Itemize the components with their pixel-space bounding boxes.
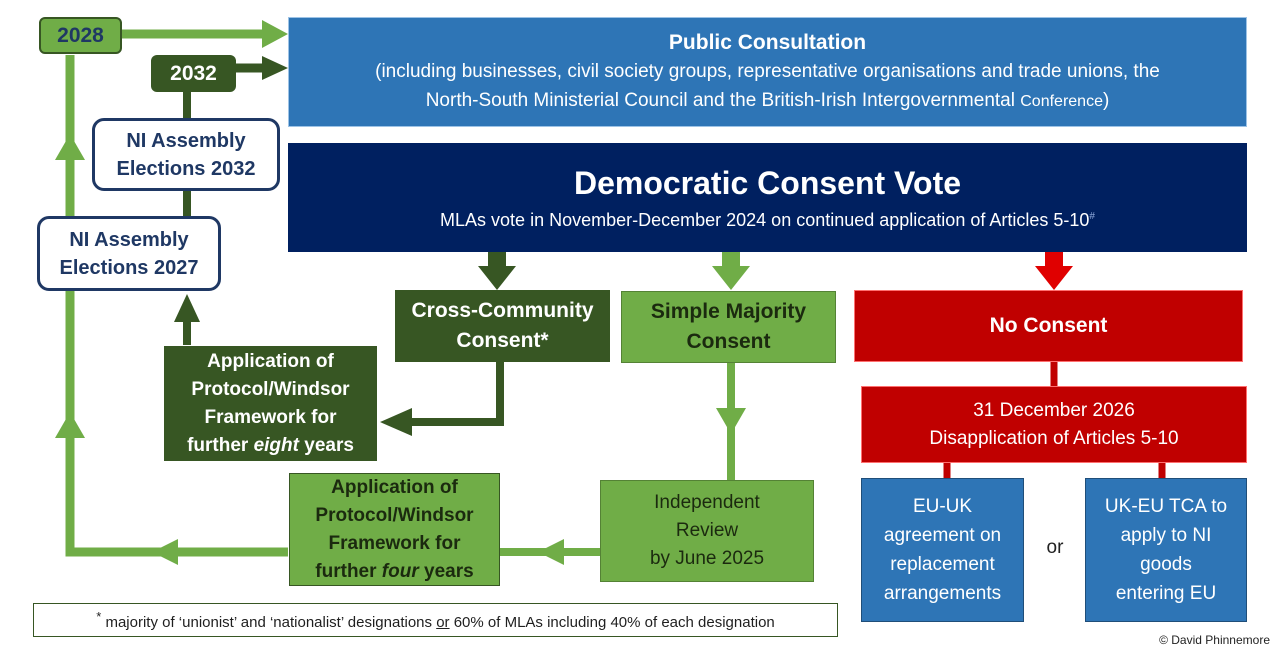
cross-community-line2: Consent* xyxy=(456,329,549,352)
arrow-up-lower-left xyxy=(55,412,85,438)
eight-years-line3: Framework for xyxy=(204,406,337,428)
simple-majority-line2: Consent xyxy=(686,330,771,353)
eu-uk-line2: agreement on xyxy=(883,525,1002,546)
review-line2: Review xyxy=(675,520,739,541)
badge-2032: 2032 xyxy=(151,55,236,92)
footnote-star: * xyxy=(96,609,102,624)
disapplication-box: 31 December 2026 Disapplication of Artic… xyxy=(861,386,1247,463)
consultation-line2b: Conference xyxy=(1020,93,1103,110)
cross-community-consent-box: Cross-Community Consent* xyxy=(395,290,610,362)
badge-2032-label: 2032 xyxy=(170,61,217,85)
consultation-title: Public Consultation xyxy=(668,31,867,54)
consultation-line2: North-South Ministerial Council and the … xyxy=(426,86,1110,116)
elections-2027-line2: Elections 2027 xyxy=(59,256,199,279)
arrow-up-upper-left xyxy=(55,134,85,160)
democratic-consent-vote-box: Democratic Consent Vote MLAs vote in Nov… xyxy=(288,143,1247,252)
or-label: or xyxy=(1030,533,1080,563)
no-consent-label: No Consent xyxy=(989,314,1108,337)
arrow-up-to-elections2027 xyxy=(174,294,200,322)
elections-2027-line1: NI Assembly xyxy=(69,228,189,251)
arrow-vote-to-simple xyxy=(712,266,750,290)
elections-2032-box: NI Assembly Elections 2032 xyxy=(92,118,280,191)
elections-2032-line2: Elections 2032 xyxy=(116,157,256,180)
badge-2028-label: 2028 xyxy=(57,23,104,47)
public-consultation-box: Public Consultation (including businesse… xyxy=(288,17,1247,127)
no-consent-box: No Consent xyxy=(854,290,1243,362)
or-text: or xyxy=(1046,537,1064,558)
disapplication-line2: Disapplication of Articles 5-10 xyxy=(929,427,1179,449)
simple-majority-line1: Simple Majority xyxy=(650,300,807,323)
footnote-or: or xyxy=(436,614,450,631)
footnote-text: * majority of ‘unionist’ and ‘nationalis… xyxy=(96,609,775,631)
independent-review-box: Independent Review by June 2025 xyxy=(600,480,814,582)
simple-majority-consent-box: Simple Majority Consent xyxy=(621,291,836,363)
consultation-line1: (including businesses, civil society gro… xyxy=(375,61,1160,82)
eu-uk-line1: EU-UK xyxy=(912,496,973,517)
badge-2028: 2028 xyxy=(39,17,122,54)
consultation-line2c: ) xyxy=(1102,90,1110,111)
uk-eu-line1: UK-EU TCA to xyxy=(1104,496,1228,517)
line-cross-to-eight xyxy=(410,362,504,426)
arrow-vote-to-cross xyxy=(478,266,516,290)
four-years-box: Application of Protocol/Windsor Framewor… xyxy=(289,473,500,586)
eight-years-line2: Protocol/Windsor xyxy=(191,378,350,400)
eight-years-line4b: eight xyxy=(253,434,299,456)
four-years-line2: Protocol/Windsor xyxy=(315,504,474,526)
arrow-cross-to-eight xyxy=(380,408,412,436)
four-years-line4b: four xyxy=(381,560,419,582)
cross-community-line1: Cross-Community xyxy=(411,299,594,322)
eu-uk-line4: arrangements xyxy=(883,583,1002,604)
eu-uk-agreement-box: EU-UK agreement on replacement arrangeme… xyxy=(861,478,1024,622)
disapplication-line1: 31 December 2026 xyxy=(973,399,1135,421)
eight-years-box: Application of Protocol/Windsor Framewor… xyxy=(164,346,377,461)
eight-years-line4a: further xyxy=(187,434,254,456)
eu-uk-line3: replacement xyxy=(890,554,995,575)
vote-mark: # xyxy=(1089,211,1095,222)
four-years-line1: Application of xyxy=(331,476,458,498)
uk-eu-tca-box: UK-EU TCA to apply to NI goods entering … xyxy=(1085,478,1247,622)
review-line1: Independent xyxy=(654,492,760,513)
arrow-review-to-four xyxy=(538,539,564,565)
arrow-simple-down xyxy=(716,408,746,434)
four-years-line4c: years xyxy=(418,560,474,582)
uk-eu-line3: goods xyxy=(1140,554,1192,575)
footnote-text-a: majority of ‘unionist’ and ‘nationalist’… xyxy=(101,614,437,631)
four-years-line4a: further xyxy=(315,560,382,582)
footnote-box: * majority of ‘unionist’ and ‘nationalis… xyxy=(33,603,838,637)
eight-years-line4c: years xyxy=(298,434,354,456)
elections-2027-box: NI Assembly Elections 2027 xyxy=(37,216,221,291)
eight-years-line4: further eight years xyxy=(187,432,354,460)
arrow-vote-to-noconsent xyxy=(1035,266,1073,290)
vote-subtitle: MLAs vote in November-December 2024 on c… xyxy=(440,210,1090,230)
vote-subtitle-wrap: MLAs vote in November-December 2024 on c… xyxy=(440,204,1095,233)
footnote-text-b: 60% of MLAs including 40% of each design… xyxy=(449,614,775,631)
arrow-2032-to-consultation xyxy=(262,56,288,80)
four-years-line4: further four years xyxy=(315,558,473,586)
review-line3: by June 2025 xyxy=(649,548,765,569)
copyright: © David Phinnemore xyxy=(1159,633,1270,647)
eight-years-line1: Application of xyxy=(207,350,334,372)
elections-2032-line1: NI Assembly xyxy=(126,129,246,152)
four-years-line3: Framework for xyxy=(328,532,461,554)
vote-title: Democratic Consent Vote xyxy=(573,165,962,201)
arrow-left-bottom xyxy=(152,539,178,565)
uk-eu-line4: entering EU xyxy=(1115,583,1217,604)
consultation-line2a: North-South Ministerial Council and the … xyxy=(425,90,1021,111)
arrow-2028-to-consultation xyxy=(262,20,288,48)
uk-eu-line2: apply to NI xyxy=(1120,525,1212,546)
